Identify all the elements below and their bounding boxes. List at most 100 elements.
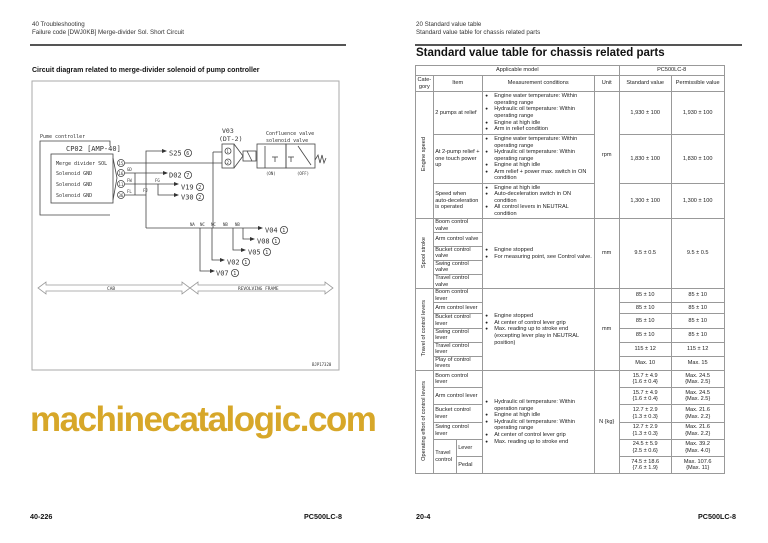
category-label: Spool stroke [421, 236, 428, 268]
table-row: Engine speed 2 pumps at reliefEngine wate… [415, 91, 725, 219]
applicable-model-label: Applicable model [415, 65, 620, 76]
zone-cab: CAB [107, 286, 115, 292]
item-cell: Boom control lever [432, 288, 483, 304]
item-cell: Bucket control lever [432, 404, 483, 423]
item-cell: At 2-pump relief + one touch power up [432, 134, 483, 184]
connector-label: CP02 [AMP-40] [66, 145, 121, 153]
destination-s25: S25 [169, 150, 182, 158]
destination-ref: 2 [198, 195, 201, 201]
item-cell: Lever [455, 438, 483, 458]
conditions-cell: Engine water temperature: Within operati… [481, 91, 595, 135]
conditions-list: Engine water temperature: Within operati… [484, 136, 592, 182]
condition-item: Hydraulic oil temperature: Within operat… [484, 399, 592, 412]
wire-label: FJ [143, 188, 148, 193]
destination-ref: 1 [274, 239, 277, 245]
model-header: PC500LC-8 [618, 65, 725, 76]
permissible-value-cell: Max. 21.6 {Max. 2.2} [670, 421, 725, 440]
destination-ref: 6 [186, 151, 189, 157]
condition-item: Hydraulic oil temperature: Within operat… [484, 149, 592, 162]
right-section-title: Standard value table for chassis related… [416, 47, 665, 59]
left-model: PC500LC-8 [304, 512, 342, 521]
standard-value-cell: 1,930 ± 100 [618, 91, 672, 135]
item-cell: Swing control lever [432, 421, 483, 440]
item-cell: Bucket control valve [432, 245, 483, 261]
item-cell: Arm control valve [432, 232, 483, 247]
bus-label: NB [223, 222, 228, 227]
item-cell: Arm control lever [432, 302, 483, 315]
category-cell: Operating effort of control levers [415, 370, 434, 475]
frame-zone-arrow [189, 281, 334, 295]
zone-frame: REVOLVING FRAME [238, 286, 279, 292]
item-cell: Boom control lever [432, 370, 483, 389]
ref-circle [195, 192, 204, 201]
pin-label: Solenoid GND [56, 193, 92, 199]
item-cell: 2 pumps at relief [432, 91, 483, 135]
destination-v05: V05 [248, 249, 261, 257]
table-row: Speed when auto-deceleration is operated… [416, 183, 725, 219]
conditions-list: Engine water temperature: Within operati… [484, 93, 592, 133]
right-page-number: 20-4 [416, 512, 431, 521]
destination-v19: V19 [181, 184, 194, 192]
left-header-rule [30, 44, 346, 46]
table-row: At 2-pump relief + one touch power upEng… [416, 134, 725, 184]
condition-item: Engine at high idle [484, 412, 592, 419]
permissible-value-cell: Max. 24.5 {Max. 2.5} [670, 387, 725, 406]
item-cell: Arm control lever [432, 387, 483, 406]
pin-number: 11 [119, 182, 124, 187]
category-label: Engine speed [421, 136, 428, 171]
permissible-value-cell: 85 ± 10 [670, 327, 725, 343]
left-page-number: 40-226 [30, 512, 53, 521]
standard-value-cell: 115 ± 12 [618, 341, 672, 357]
permissible-value-cell: 85 ± 10 [670, 288, 725, 304]
watermark: machinecatalogic.com [30, 400, 377, 439]
unit-cell: N {kg} [593, 370, 620, 475]
pin-number: 16 [119, 171, 124, 176]
condition-item: For measuring point, see Control valve. [484, 254, 592, 261]
standard-value-cell: 85 ± 10 [618, 302, 672, 315]
wire-label: FW [127, 178, 132, 183]
condition-item: Engine at high idle [484, 185, 592, 192]
item-cell: Swing control valve [432, 259, 483, 275]
pump-controller-outline [39, 140, 111, 216]
conditions-list: Hydraulic oil temperature: Within operat… [484, 399, 592, 445]
permissible-value-cell: Max. 21.6 {Max. 2.2} [670, 404, 725, 423]
destination-ref: 1 [265, 250, 268, 256]
category-cell: Engine speed [415, 91, 434, 219]
table-row: Bucket control lever 12.7 ± 2.9 {1.3 ± 0.… [416, 404, 725, 423]
right-header-chapter: 20 Standard value table [416, 21, 482, 28]
standard-value-cell: 85 ± 10 [618, 313, 672, 329]
standard-value-cell: 12.7 ± 2.9 {1.3 ± 0.3} [618, 404, 672, 423]
condition-item: Hydraulic oil temperature: Within operat… [484, 419, 592, 432]
wire-label: FL [127, 189, 132, 194]
condition-item: Engine stopped [484, 313, 592, 320]
valve-connector-label: V03 [222, 127, 234, 135]
bus-label: NC [200, 222, 205, 227]
travel-control-cell: Travel control [432, 438, 457, 475]
unit-cell: mm [593, 217, 620, 290]
conditions-cell: Hydraulic oil temperature: Within operat… [481, 370, 595, 475]
valve-on-label: (ON) [266, 171, 276, 176]
conditions-cell: Engine stoppedAt center of control lever… [481, 288, 595, 372]
condition-item: Engine water temperature: Within operati… [484, 93, 592, 106]
ref-circle [183, 170, 192, 179]
ref-circle [230, 268, 239, 277]
condition-item: Arm in relief condition [484, 126, 592, 133]
destination-v30: V30 [181, 194, 194, 202]
valve-pin: 1 [227, 149, 230, 154]
standard-value-cell: 1,300 ± 100 [618, 183, 672, 219]
destination-v07: V07 [216, 270, 229, 278]
valve-title: Confluence valve [266, 131, 314, 137]
figure-id: BJP17320 [312, 362, 332, 367]
condition-item: Max. reading up to stroke end (excepting… [484, 326, 592, 346]
left-section-title: Circuit diagram related to merge-divider… [32, 67, 260, 74]
bus-label: NC [211, 222, 216, 227]
conditions-list: Engine at high idleAuto-deceleration swi… [484, 185, 592, 218]
ref-circle [195, 182, 204, 191]
left-running-header: 40 Troubleshooting Failure code [DWJ0KB]… [32, 21, 184, 36]
